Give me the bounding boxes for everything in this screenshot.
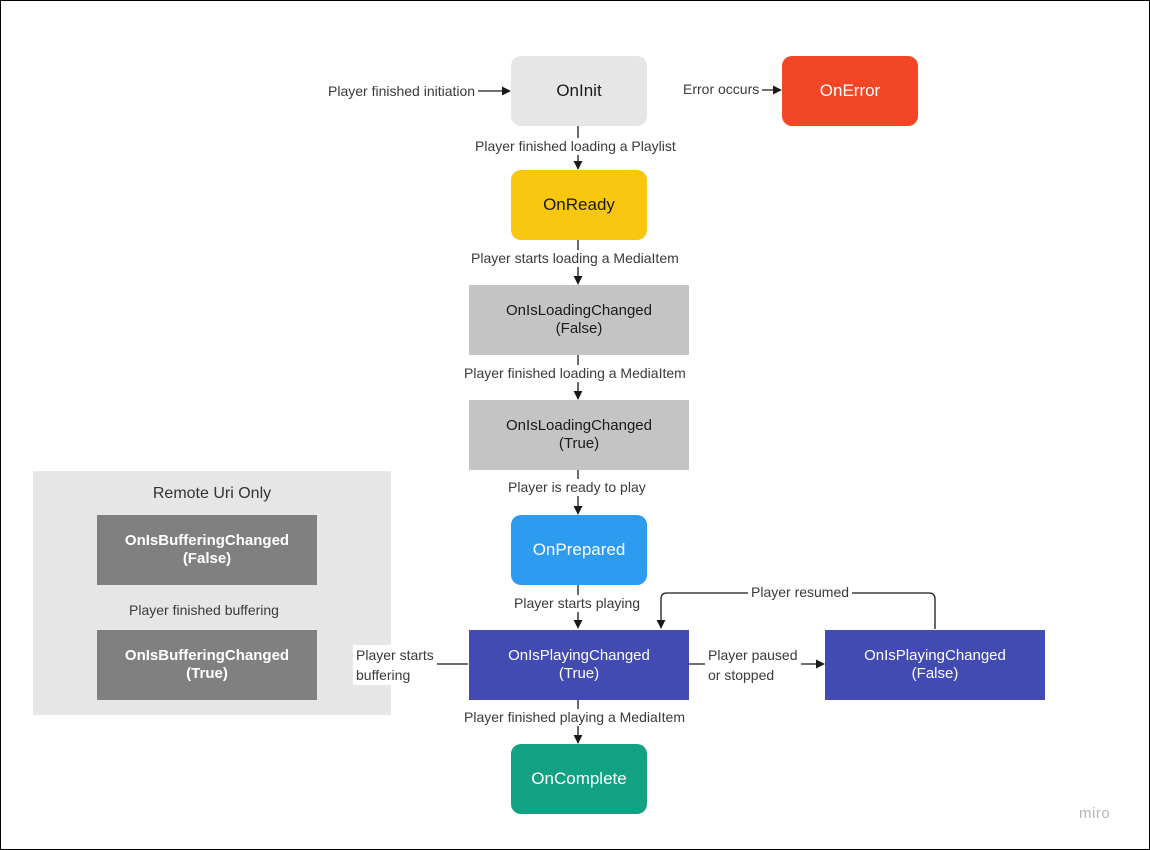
label-finished-playing-mediaitem: Player finished playing a MediaItem <box>461 709 689 726</box>
state-onisbufferingchanged-true[interactable]: OnIsBufferingChanged (True) <box>97 630 317 700</box>
label-finished-initiation: Player finished initiation <box>325 83 479 100</box>
group-title: Remote Uri Only <box>152 485 272 502</box>
state-onisplayingchanged-false[interactable]: OnIsPlayingChanged (False) <box>825 630 1045 700</box>
state-onisplayingchanged-true[interactable]: OnIsPlayingChanged (True) <box>469 630 689 700</box>
label-starts-playing: Player starts playing <box>511 595 644 612</box>
miro-watermark: miro <box>1079 805 1111 822</box>
label-starts-loading-mediaitem: Player starts loading a MediaItem <box>468 250 682 267</box>
label-starts-buffering: Player starts buffering <box>353 645 437 685</box>
state-onisloadingchanged-true[interactable]: OnIsLoadingChanged (True) <box>469 400 689 470</box>
label-ready-to-play: Player is ready to play <box>505 479 649 496</box>
state-onisloadingchanged-false[interactable]: OnIsLoadingChanged (False) <box>469 285 689 355</box>
state-onerror[interactable]: OnError <box>782 56 918 126</box>
label-finished-loading-mediaitem: Player finished loading a MediaItem <box>461 365 689 382</box>
label-finished-buffering: Player finished buffering <box>126 602 282 619</box>
label-paused-or-stopped: Player paused or stopped <box>705 645 801 685</box>
state-oncomplete[interactable]: OnComplete <box>511 744 647 814</box>
state-oninit[interactable]: OnInit <box>511 56 647 126</box>
state-onready[interactable]: OnReady <box>511 170 647 240</box>
state-onprepared[interactable]: OnPrepared <box>511 515 647 585</box>
label-finished-loading-playlist: Player finished loading a Playlist <box>472 138 679 155</box>
label-error-occurs: Error occurs <box>680 81 763 98</box>
label-resumed: Player resumed <box>748 584 853 601</box>
state-onisbufferingchanged-false[interactable]: OnIsBufferingChanged (False) <box>97 515 317 585</box>
